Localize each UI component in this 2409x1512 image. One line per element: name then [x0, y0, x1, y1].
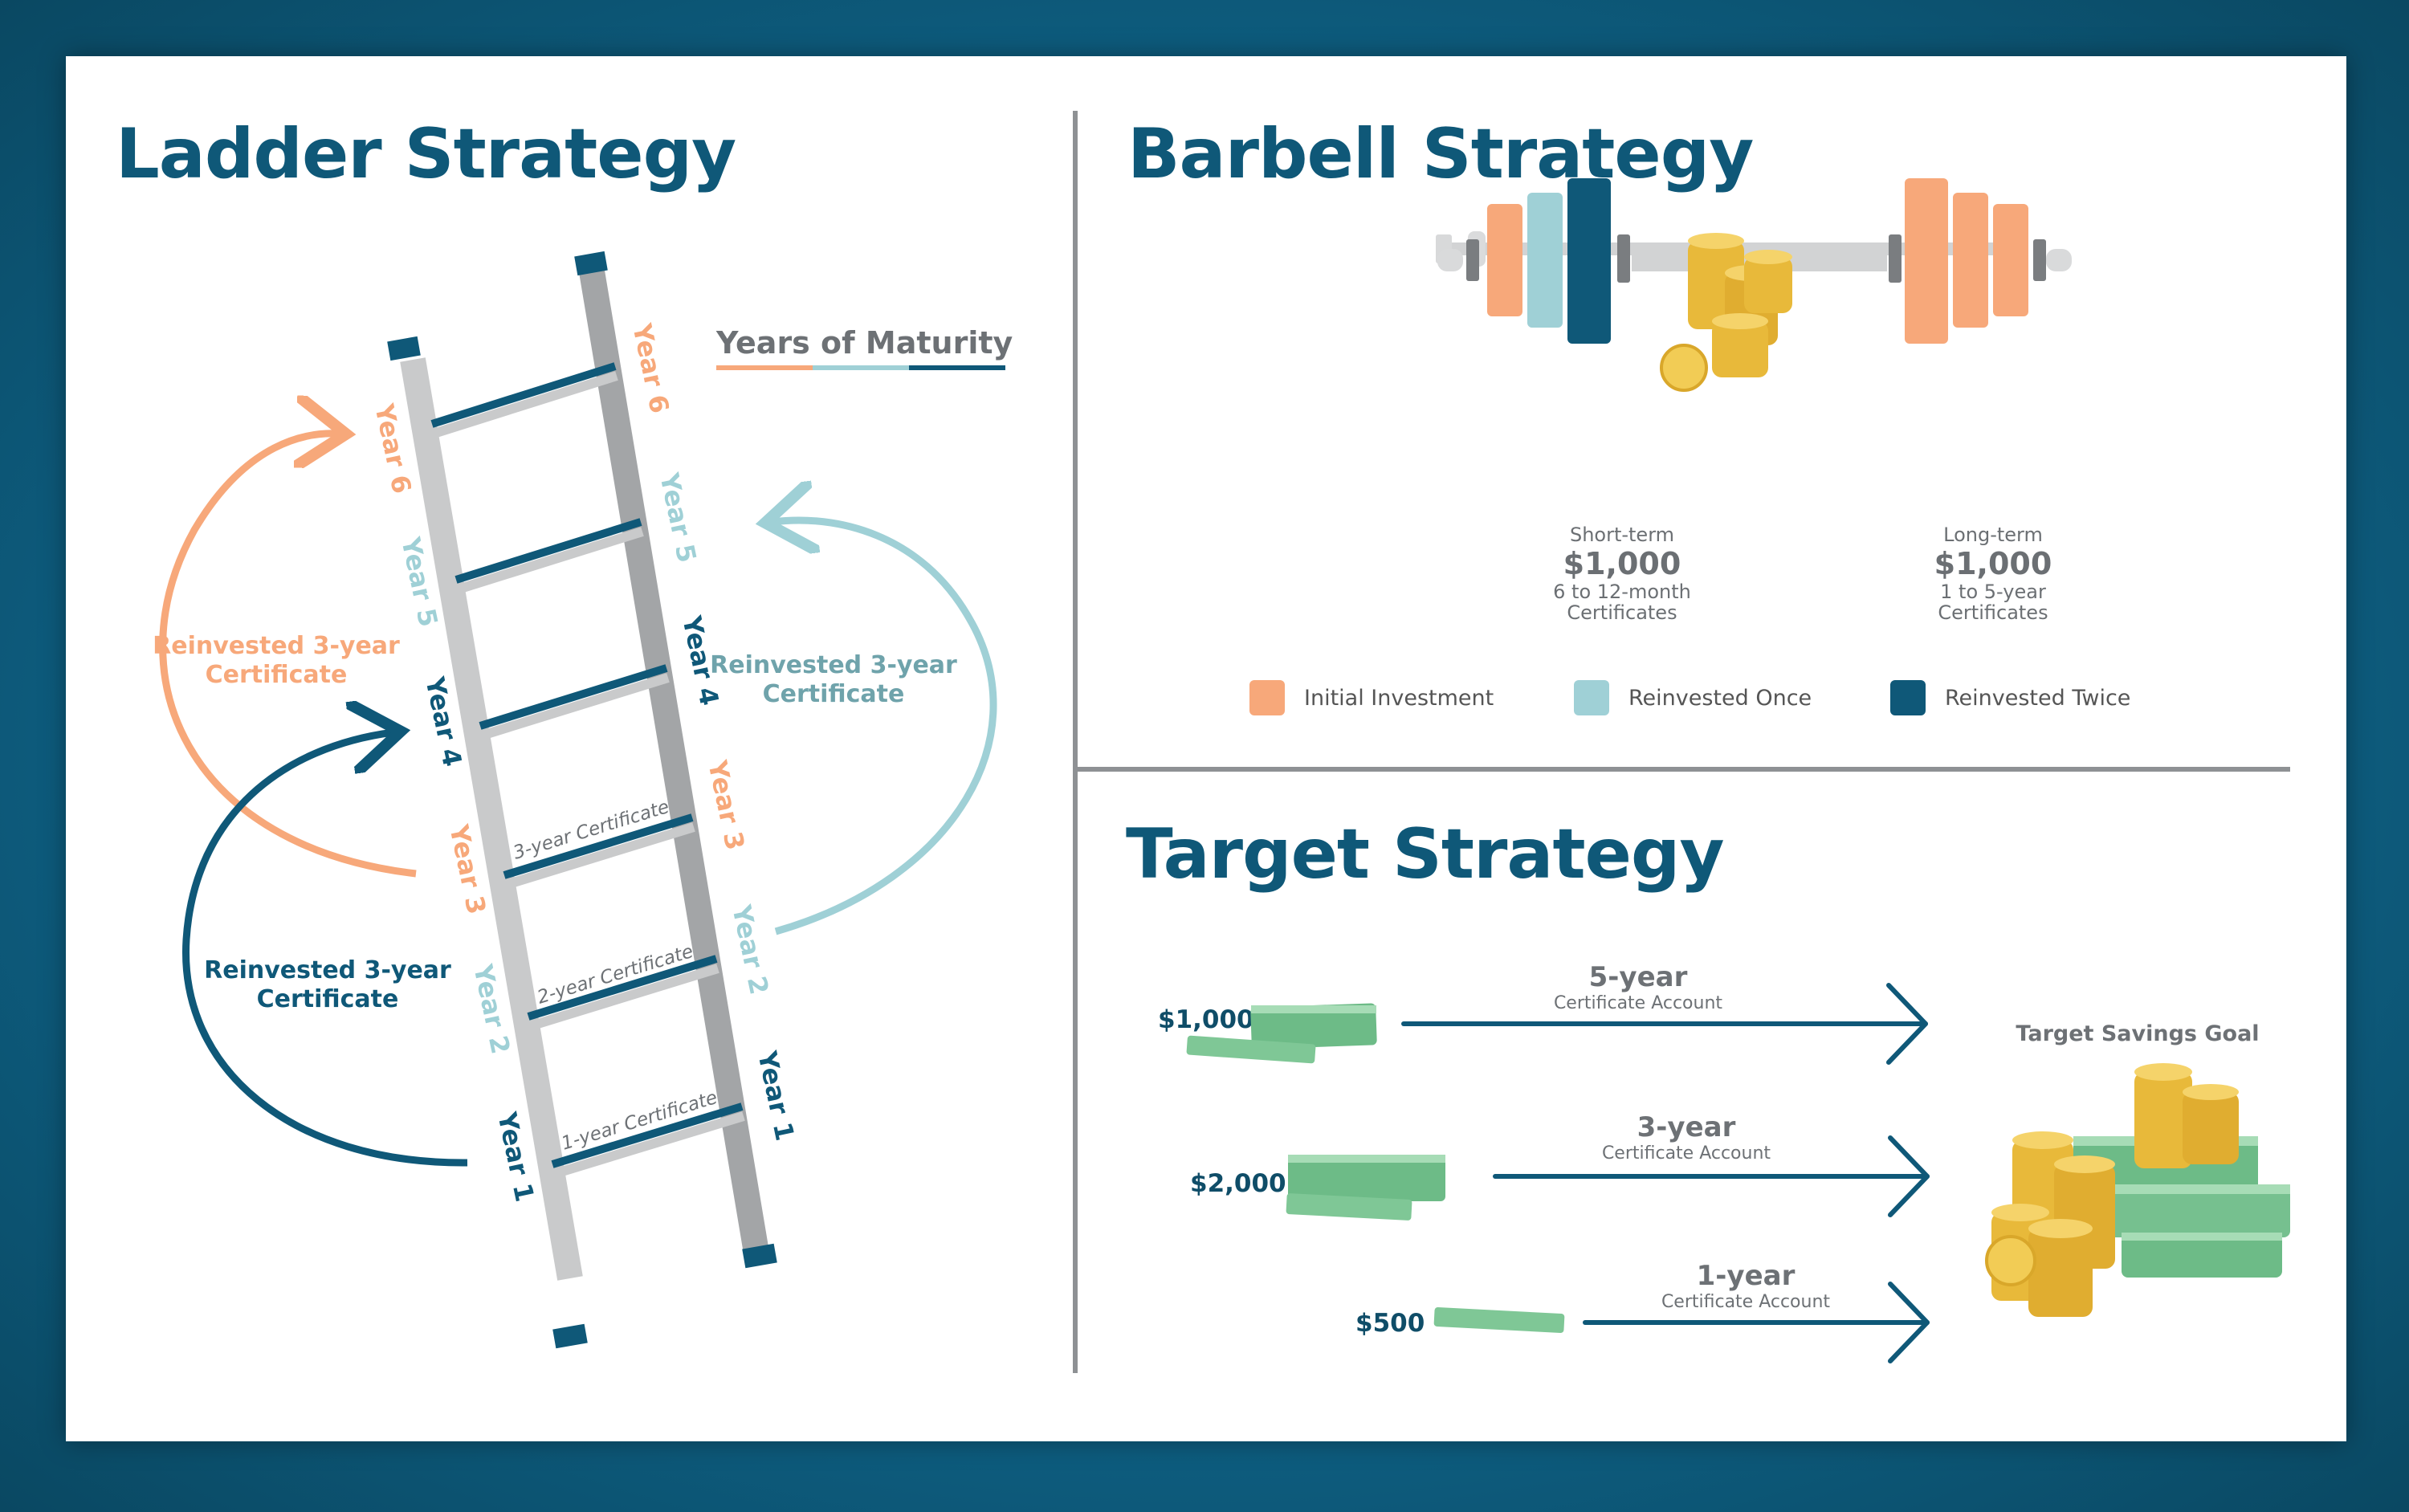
reinvested-once-label: Reinvested Once — [1628, 685, 1812, 711]
rung-2 — [527, 955, 719, 1031]
right-rail-year-6: Year 6 — [626, 320, 675, 416]
initial-investment-swatch — [1249, 680, 1285, 715]
rung-5 — [454, 518, 644, 594]
right-rail-year-1: Year 1 — [752, 1048, 801, 1143]
target-row-1-amount: $1,000 — [1158, 1005, 1254, 1034]
right-rail-year-5: Year 5 — [654, 470, 703, 565]
horizontal-divider — [1078, 767, 2290, 772]
reinvested-once-swatch — [1574, 680, 1609, 715]
light-blue-arrow-label-line1: Reinvested 3-year — [710, 651, 957, 679]
short-term-label: Short-term — [1569, 524, 1675, 546]
ladder-strategy-title: Ladder Strategy — [116, 114, 736, 194]
infographic-panel: Ladder Strategy — [66, 56, 2346, 1441]
long-term-amount: $1,000 — [1934, 546, 2052, 581]
reinvested-twice-swatch — [1890, 680, 1926, 715]
rung-6 — [430, 362, 618, 438]
legend-initial-investment: Initial Investment — [1249, 680, 1494, 715]
initial-investment-label: Initial Investment — [1304, 685, 1494, 711]
rung-4 — [479, 664, 670, 740]
short-term-desc-line1: 6 to 12-month — [1553, 581, 1691, 603]
long-term-label: Long-term — [1943, 524, 2043, 546]
barbell-strategy-title: Barbell Strategy — [1127, 114, 1754, 194]
vertical-divider — [1073, 111, 1078, 1373]
reinvested-twice-label: Reinvested Twice — [1945, 685, 2131, 711]
orange-arrow-label-line1: Reinvested 3-year — [153, 632, 400, 660]
navy-arrow-label-line2: Certificate — [257, 985, 399, 1013]
orange-arrow-label-line2: Certificate — [206, 661, 348, 689]
short-term-desc-line2: Certificates — [1567, 601, 1677, 624]
ladder — [387, 251, 777, 1349]
short-term-amount: $1,000 — [1563, 546, 1681, 581]
navy-arrow-label-line1: Reinvested 3-year — [204, 956, 451, 984]
rung-3 — [503, 813, 695, 890]
right-rail-year-2: Year 2 — [726, 902, 775, 997]
long-term-desc-line1: 1 to 5-year — [1940, 581, 2046, 603]
ladder-diagram: Years of Maturity Year 6 Year 5 Year 4 Y… — [153, 251, 1013, 1349]
target-row-3-amount: $500 — [1355, 1309, 1425, 1338]
right-rail-year-3: Year 3 — [702, 757, 751, 853]
legend-reinvested-once: Reinvested Once — [1574, 680, 1812, 715]
navy-reinvest-arrow — [182, 732, 468, 1167]
long-term-caption: Long-term $1,000 1 to 5-year Certificate… — [1881, 524, 2105, 623]
legend-reinvested-twice: Reinvested Twice — [1890, 680, 2130, 715]
target-strategy-title: Target Strategy — [1126, 814, 1725, 895]
rung-1 — [551, 1102, 745, 1179]
light-blue-reinvest-arrow — [772, 520, 997, 935]
target-row-2-amount: $2,000 — [1190, 1169, 1286, 1198]
light-blue-arrow-label-line2: Certificate — [763, 680, 905, 708]
orange-reinvest-arrow — [159, 434, 417, 878]
long-term-desc-line2: Certificates — [1938, 601, 2048, 624]
years-of-maturity-label: Years of Maturity — [715, 325, 1013, 361]
short-term-caption: Short-term $1,000 6 to 12-month Certific… — [1510, 524, 1734, 623]
